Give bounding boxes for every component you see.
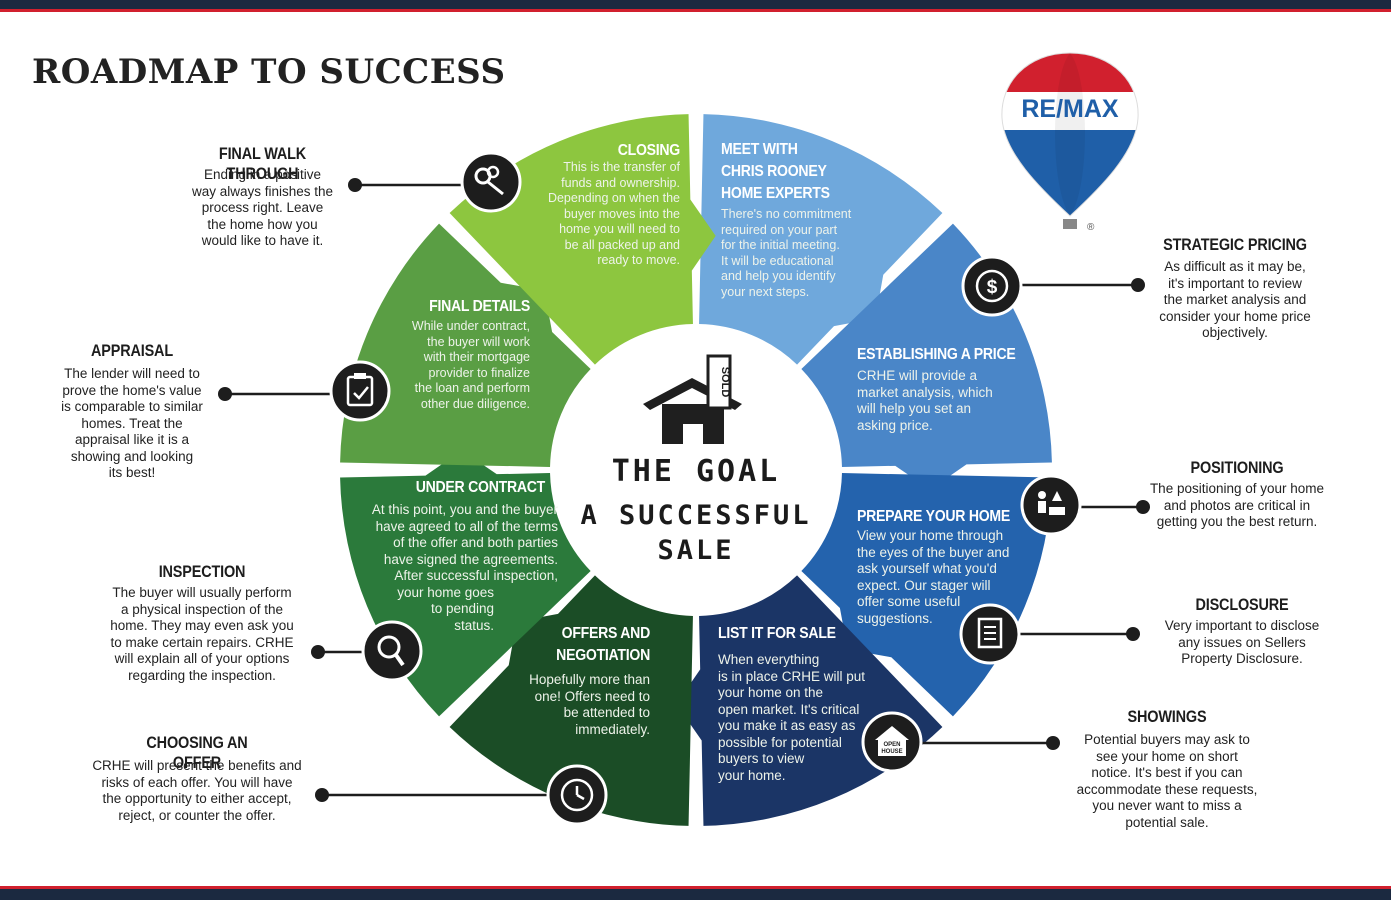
document-icon bbox=[959, 603, 1021, 665]
segment-meet bbox=[699, 114, 943, 365]
sold-house-icon: SOLD bbox=[643, 354, 742, 444]
center-circle bbox=[558, 332, 834, 608]
svg-text:$: $ bbox=[987, 277, 998, 298]
strategic-text: As difficult as it may be,it's important… bbox=[1159, 259, 1311, 340]
strategic-connector-dot bbox=[1131, 278, 1145, 292]
under-title: UNDER CONTRACT bbox=[415, 479, 546, 496]
appraisal-title: APPRAISAL bbox=[91, 341, 173, 360]
segment-offers bbox=[449, 575, 693, 826]
inspection-title: INSPECTION bbox=[158, 562, 246, 581]
magnifier-icon bbox=[361, 620, 423, 682]
prepare-title: PREPARE YOUR HOME bbox=[857, 508, 1011, 525]
disclosure-title: DISCLOSURE bbox=[1195, 595, 1289, 614]
strategic-title: STRATEGIC PRICING bbox=[1163, 235, 1307, 254]
svg-text:OPEN: OPEN bbox=[883, 742, 900, 748]
connector-lines bbox=[218, 178, 1150, 802]
dollar-icon: $ bbox=[961, 255, 1023, 317]
svg-text:HOUSE: HOUSE bbox=[881, 749, 902, 755]
goal-line-2: A SUCCESSFUL bbox=[580, 500, 812, 531]
choosing-title: CHOOSING AN OFFER bbox=[146, 733, 248, 772]
remax-logo-text: RE/MAX bbox=[1021, 95, 1119, 123]
goal-line-1: THE GOAL bbox=[611, 454, 781, 489]
appraisal-connector-dot bbox=[218, 387, 232, 401]
page-title: ROADMAP TO SUCCESS bbox=[32, 52, 506, 92]
segment-final-details bbox=[340, 223, 591, 467]
closing-title: CLOSING bbox=[617, 142, 681, 159]
establishing-title: ESTABLISHING A PRICE bbox=[857, 346, 1016, 363]
final-walk-connector-dot bbox=[348, 178, 362, 192]
keys-icon bbox=[460, 151, 522, 213]
disclosure-connector-dot bbox=[1126, 627, 1140, 641]
goal-line-3: SALE bbox=[657, 535, 735, 566]
inspection-connector-dot bbox=[311, 645, 325, 659]
positioning-connector-dot bbox=[1136, 500, 1150, 514]
top-border bbox=[0, 0, 1391, 12]
sold-sign-text: SOLD bbox=[719, 367, 731, 398]
stager-icon bbox=[1020, 474, 1082, 536]
choosing-connector-dot bbox=[315, 788, 329, 802]
showings-connector-dot bbox=[1046, 736, 1060, 750]
bottom-border bbox=[0, 886, 1391, 900]
remax-reg-mark: ® bbox=[1087, 222, 1095, 233]
final-details-title: FINAL DETAILS bbox=[429, 298, 530, 315]
list-title: LIST IT FOR SALE bbox=[718, 625, 836, 642]
clipboard-check-icon bbox=[329, 360, 391, 422]
final-details-text: While under contract,the buyer will work… bbox=[411, 319, 530, 411]
showings-title: SHOWINGS bbox=[1127, 707, 1207, 726]
clock-icon bbox=[546, 764, 608, 826]
positioning-title: POSITIONING bbox=[1190, 458, 1284, 477]
remax-logo: RE/MAX ® bbox=[1001, 52, 1139, 233]
final-walk-title: FINAL WALK THROUGH bbox=[218, 144, 307, 183]
